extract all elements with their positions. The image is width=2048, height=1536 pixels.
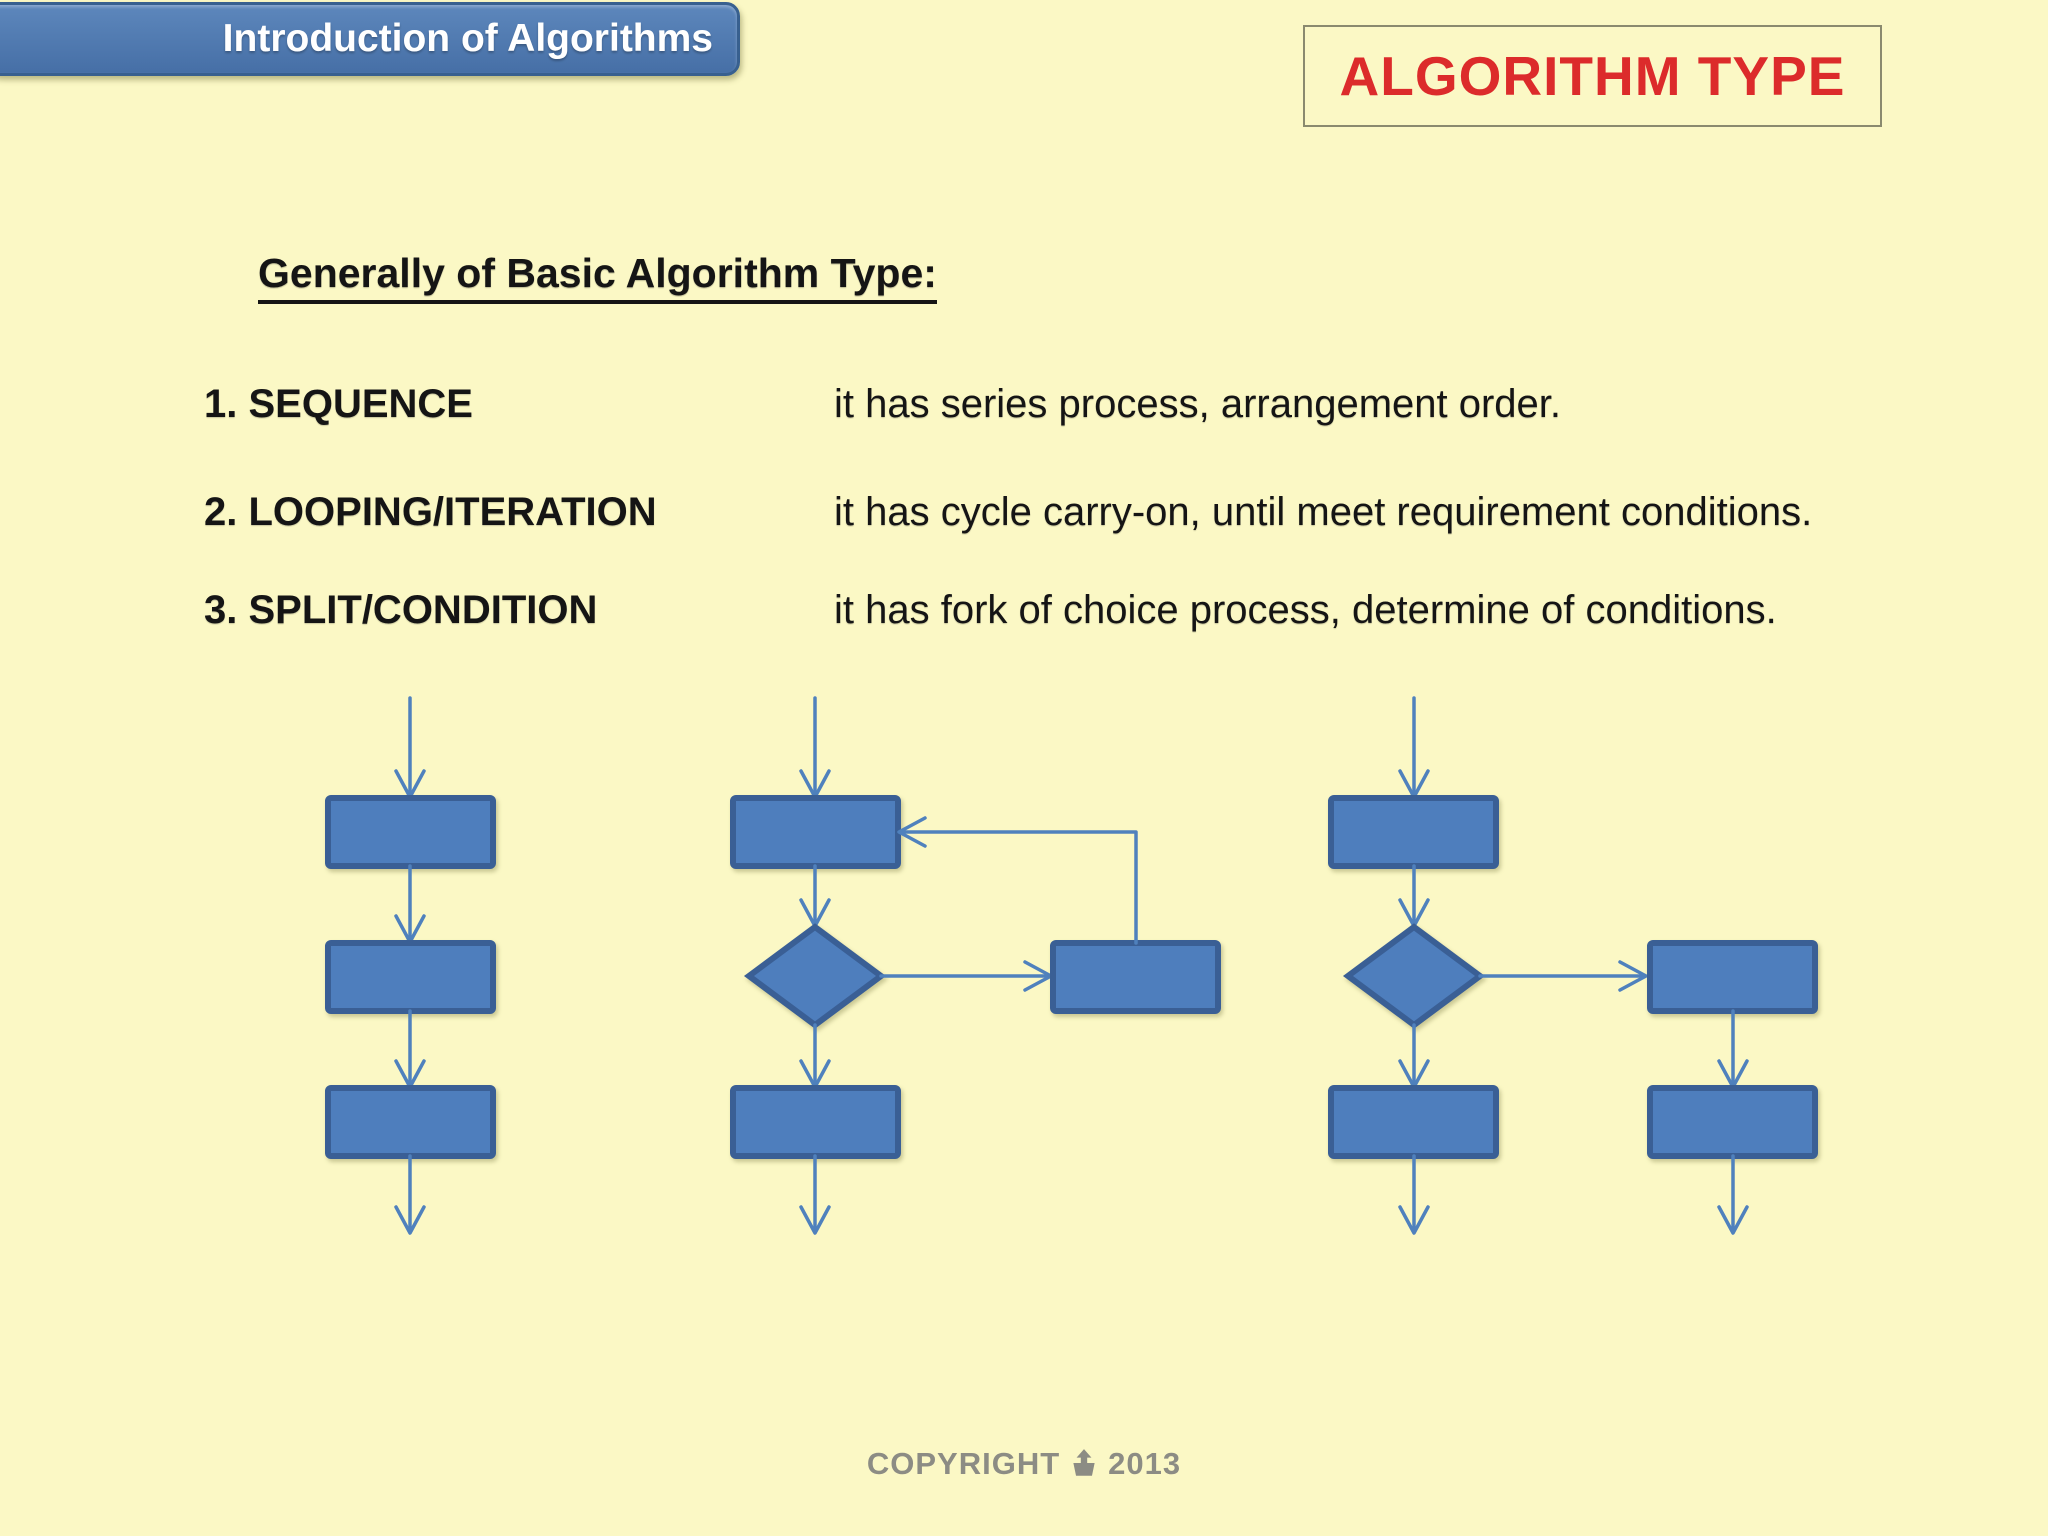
header-tab-label: Introduction of Algorithms <box>222 17 713 60</box>
process-box <box>325 1085 496 1159</box>
item-description: it has series process, arrangement order… <box>834 382 1562 426</box>
item-label: 1. SEQUENCE <box>204 382 473 426</box>
arrowhead-down-icon <box>799 1205 831 1235</box>
title-box: ALGORITHM TYPE <box>1303 25 1882 127</box>
process-box <box>325 940 496 1014</box>
list-item-split: 3. SPLIT/CONDITION it has fork of choice… <box>204 586 2028 638</box>
item-description: it has cycle carry-on, until meet requir… <box>834 490 1813 534</box>
item-label: 2. LOOPING/ITERATION <box>204 490 657 534</box>
arrowhead-left-icon <box>897 816 927 848</box>
section-heading: Generally of Basic Algorithm Type: <box>258 250 937 304</box>
decision-diamond <box>1342 923 1486 1029</box>
copyright-footer: COPYRIGHT 2013 <box>0 1446 2048 1482</box>
process-box <box>1328 1085 1499 1159</box>
slide-title: ALGORITHM TYPE <box>1339 45 1846 107</box>
list-item-looping: 2. LOOPING/ITERATION it has cycle carry-… <box>204 488 2028 540</box>
process-box <box>730 795 901 869</box>
looping-iteration-flowchart <box>730 696 1221 1235</box>
process-box <box>1328 795 1499 869</box>
branch-box <box>1647 940 1818 1014</box>
arrowhead-down-icon <box>1398 1205 1430 1235</box>
branch-box <box>1647 1085 1818 1159</box>
process-box <box>730 1085 901 1159</box>
copyright-text: COPYRIGHT <box>866 1446 1061 1481</box>
item-label: 3. SPLIT/CONDITION <box>204 588 598 632</box>
split-condition-flowchart <box>1328 696 1818 1235</box>
sequence-flowchart <box>325 696 496 1235</box>
publisher-logo-icon <box>1073 1449 1095 1476</box>
arrowhead-right-icon <box>1618 960 1648 992</box>
decision-diamond <box>743 923 887 1029</box>
loop-back-line <box>902 830 1138 945</box>
header-tab: Introduction of Algorithms <box>0 2 740 76</box>
process-box <box>325 795 496 869</box>
list-item-sequence: 1. SEQUENCE it has series process, arran… <box>204 380 2028 432</box>
loop-body-box <box>1050 940 1221 1014</box>
copyright-year: 2013 <box>1108 1446 1182 1481</box>
item-description: it has fork of choice process, determine… <box>834 588 1777 632</box>
arrowhead-down-icon <box>1717 1205 1749 1235</box>
arrowhead-down-icon <box>394 1205 426 1235</box>
